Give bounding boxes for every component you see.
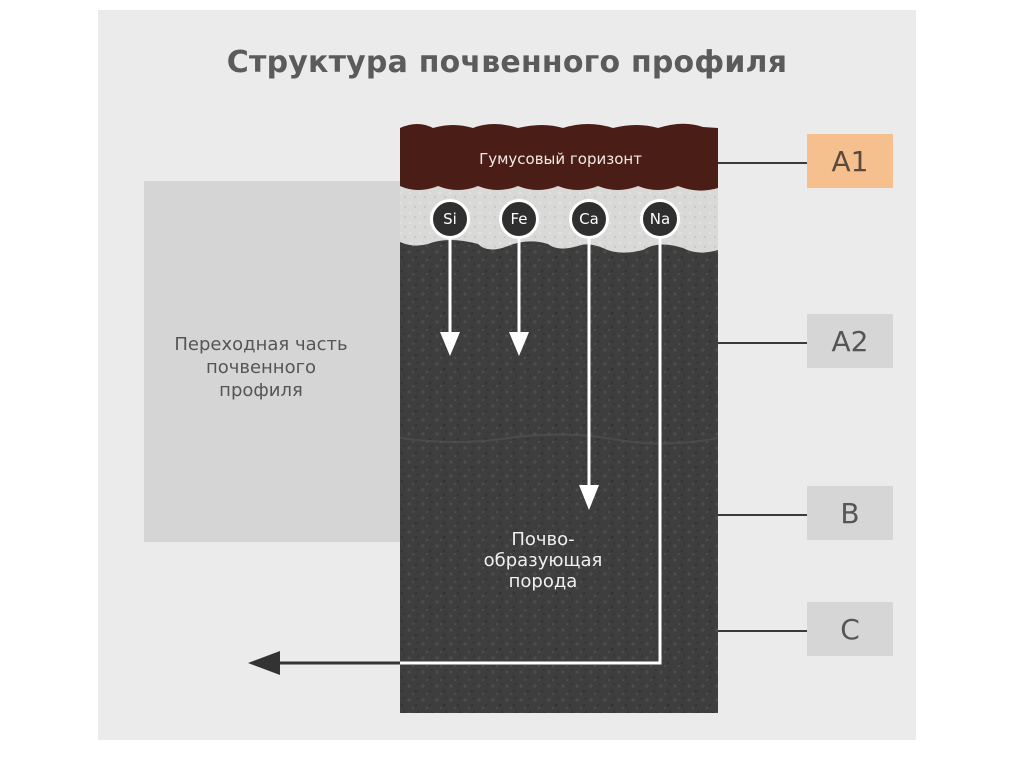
ca-circle: Ca: [569, 199, 609, 239]
b-connector: [718, 514, 807, 516]
si-arrowhead: [440, 332, 460, 356]
na-arrow-line: [278, 235, 662, 665]
transition-label-line-3: профиля: [219, 380, 303, 401]
transition-zone-band: [144, 181, 400, 542]
a2-connector: [718, 342, 807, 344]
parent-rock-label: Почво- образующая порода: [468, 529, 618, 592]
humus-horizon-label: Гумусовый горизонт: [479, 150, 642, 168]
si-circle: Si: [430, 199, 470, 239]
page-title: Структура почвенного профиля: [226, 45, 788, 80]
humus-layer: [400, 123, 718, 191]
soil-body: [400, 205, 718, 713]
horizon-a2-box: A2: [807, 314, 893, 368]
horizon-b-box: B: [807, 486, 893, 540]
c-connector: [718, 630, 807, 632]
parent-rock-line-2: образующая: [483, 550, 603, 571]
na-circle: Na: [640, 199, 680, 239]
transition-zone-label: Переходная часть почвенного профиля: [144, 333, 378, 402]
transition-label-line-2: почвенного: [205, 357, 317, 378]
a1-connector: [718, 162, 807, 164]
soil-profile-diagram: [248, 123, 719, 713]
horizon-a1-box: A1: [807, 134, 893, 188]
na-arrowhead: [248, 651, 280, 675]
transition-label-line-1: Переходная часть: [174, 334, 348, 355]
parent-rock-line-1: Почво-: [511, 529, 575, 550]
ca-arrowhead: [579, 485, 599, 510]
a2-b-boundary: [399, 433, 719, 445]
fe-arrowhead: [509, 332, 529, 356]
horizon-c-box: C: [807, 602, 893, 656]
parent-rock-line-3: порода: [508, 571, 578, 592]
eluvial-layer: [400, 180, 718, 253]
fe-circle: Fe: [499, 199, 539, 239]
slide: Структура почвенного профиля Переходная …: [98, 10, 916, 740]
